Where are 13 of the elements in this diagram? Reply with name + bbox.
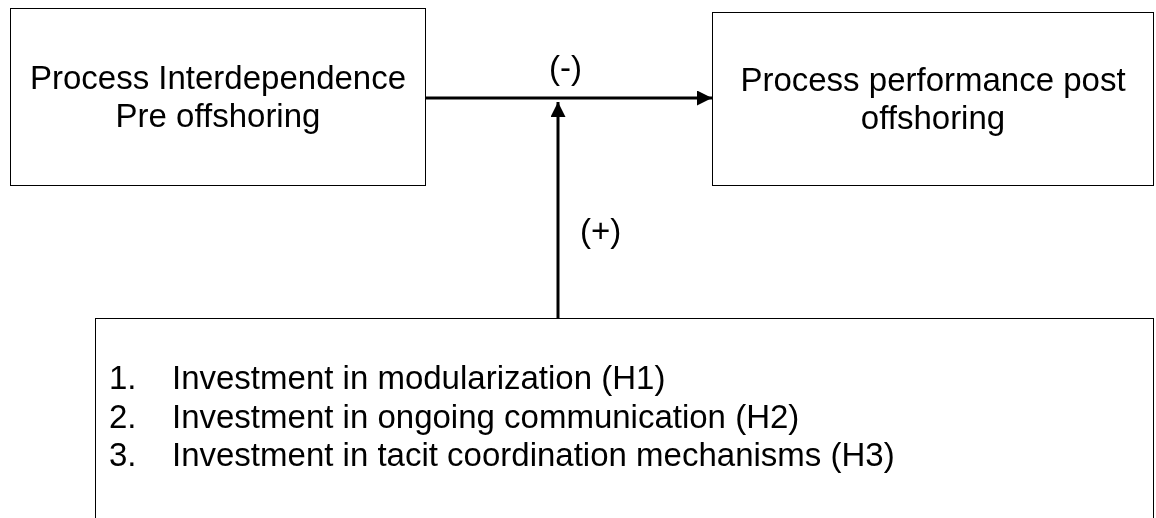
box-label: Process performance post offshoring bbox=[739, 61, 1127, 137]
arrow bbox=[426, 90, 712, 106]
list-item-text: Investment in modularization (H1) bbox=[172, 359, 666, 398]
list-number: 3. bbox=[109, 436, 138, 475]
list-item-text: Investment in ongoing communication (H2) bbox=[172, 397, 800, 437]
box-label: Process Interdependence Pre offshoring bbox=[28, 59, 408, 135]
process-box bbox=[712, 12, 1154, 186]
list-item-text: Investment in tacit coordination mechanisms (H3) bbox=[172, 436, 895, 475]
list-number: 2. bbox=[109, 397, 138, 437]
list-box bbox=[95, 318, 1154, 518]
process-box bbox=[10, 8, 426, 186]
arrow bbox=[550, 102, 566, 318]
list-number: 1. bbox=[109, 359, 138, 398]
